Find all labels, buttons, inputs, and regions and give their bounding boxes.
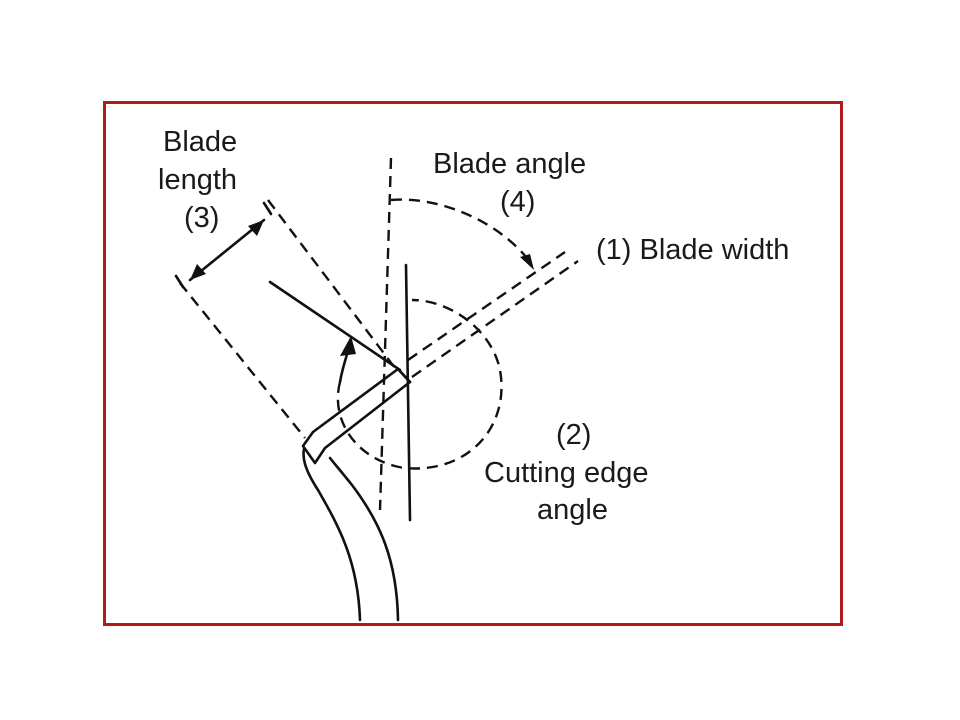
label-cutting-edge-line1: (2) <box>556 419 591 451</box>
blade-angle-arc <box>390 198 534 270</box>
blade-width-dashed-line-1 <box>407 251 566 361</box>
instrument-shank <box>302 441 400 622</box>
label-blade-length-line3: (3) <box>184 202 219 234</box>
label-blade-angle-line1: Blade angle <box>433 148 586 180</box>
label-blade-length-line2: length <box>158 164 237 196</box>
label-blade-angle-line2: (4) <box>500 186 535 218</box>
cutting-edge-angle-arc <box>336 298 503 470</box>
vertical-reference-solid-line <box>404 263 412 522</box>
label-cutting-edge-line2: Cutting edge <box>484 457 648 489</box>
blade-width-dashed-line-2 <box>411 260 579 378</box>
label-cutting-edge-line3: angle <box>537 494 608 526</box>
blade-length-upper-dashed-line <box>267 199 396 369</box>
label-blade-width: (1) Blade width <box>596 234 789 266</box>
label-blade-length-line1: Blade <box>163 126 237 158</box>
blade-length-arrow <box>174 201 273 289</box>
diagram-frame <box>103 101 843 626</box>
instrument-blade-body <box>301 367 412 465</box>
blade-face-line <box>268 280 402 372</box>
blade-length-lower-dashed-line <box>179 282 306 439</box>
vertical-reference-dashed-line <box>378 157 393 511</box>
